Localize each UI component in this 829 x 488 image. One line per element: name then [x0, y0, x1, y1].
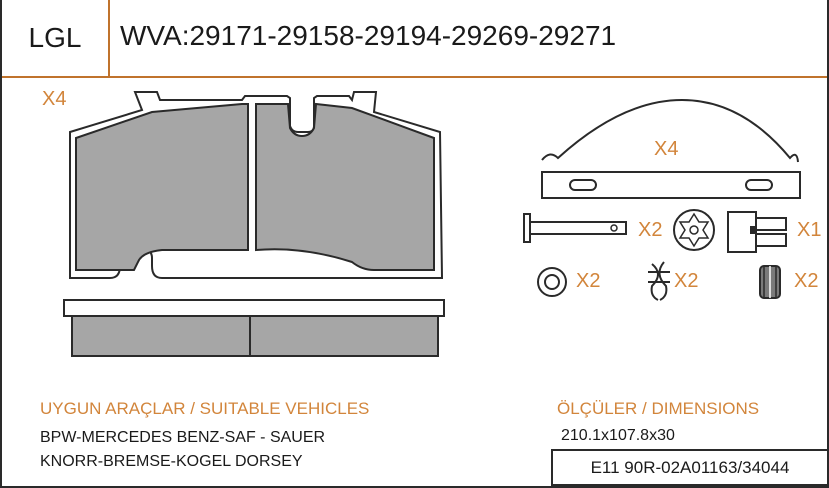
pad-quantity: X4: [42, 88, 67, 110]
brake-pad-side: [63, 299, 445, 357]
spring-arc: [541, 98, 799, 163]
header-bar: LGL WVA:29171-29158-29194-29269-29271: [2, 0, 827, 78]
ring-quantity: X2: [576, 270, 601, 292]
clip-quantity: X2: [674, 270, 699, 292]
star-washer: [673, 209, 715, 251]
spring-quantity: X4: [654, 138, 679, 160]
wear-sensor: [727, 211, 787, 253]
pin: [523, 213, 627, 243]
pad-side-friction: [71, 315, 439, 357]
brake-pad-drawing: [63, 91, 801, 357]
sensor-quantity: X1: [797, 219, 822, 241]
vehicles-line-2: KNORR-BREMSE-KOGEL DORSEY: [40, 453, 303, 470]
pad-side-backplate: [63, 299, 445, 317]
friction-block-left: [75, 103, 249, 271]
brake-pad-face: [69, 91, 444, 279]
sleeve: [759, 265, 781, 299]
pin-quantity: X2: [638, 219, 663, 241]
friction-block-right: [255, 102, 435, 271]
spring-clip: [648, 261, 670, 301]
brand-label: LGL: [2, 0, 110, 76]
vehicles-line-1: BPW-MERCEDES BENZ-SAF - SAUER: [40, 429, 326, 446]
wva-code: WVA:29171-29158-29194-29269-29271: [120, 20, 617, 51]
ring: [537, 267, 567, 297]
approval-number: E11 90R-02A01163/34044: [551, 449, 827, 486]
dimensions-title: ÖLÇÜLER / DIMENSIONS: [557, 399, 760, 418]
dimensions-value: 210.1x107.8x30: [561, 427, 675, 444]
sleeve-quantity: X2: [794, 270, 819, 292]
vehicles-title: UYGUN ARAÇLAR / SUITABLE VEHICLES: [40, 399, 370, 418]
retaining-plate: [541, 171, 801, 199]
